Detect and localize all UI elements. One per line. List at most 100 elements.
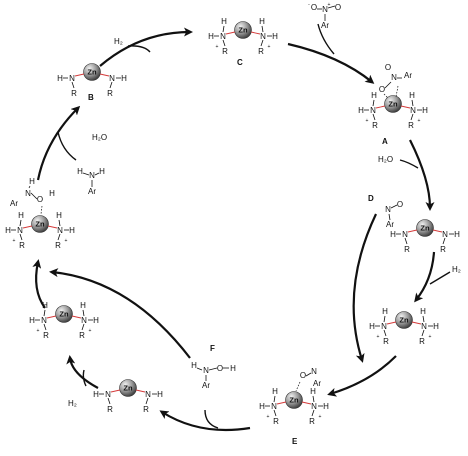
arrow-c-to-a (287, 42, 375, 84)
r-group: R (383, 337, 389, 346)
nitrogen-atom: N (271, 402, 277, 411)
n-h-bond (82, 309, 85, 317)
hydrogen-atom: H (99, 167, 105, 176)
zinc-sphere (83, 63, 101, 81)
hydrogen-atom: H (371, 91, 377, 100)
n-r-bond (57, 233, 61, 241)
n-h-bond (422, 315, 425, 323)
nitrogen-atom: N (391, 73, 397, 82)
n-h-bond (222, 25, 225, 33)
n-h-bond (372, 99, 375, 107)
r-group: R (309, 417, 315, 426)
positive-charge: + (418, 118, 421, 124)
oxygen-atom: O (37, 195, 43, 204)
nitrogen-atom: N (410, 106, 416, 115)
zinc-atom-label: Zn (420, 224, 430, 233)
n-r-bond (145, 397, 149, 405)
positive-charge: + (429, 334, 432, 340)
nitrogen-atom: N (421, 322, 427, 331)
positive-charge: + (377, 334, 380, 340)
arrow-a-to-next (409, 139, 435, 211)
nitrogen-atom: N (25, 189, 31, 198)
arrow-e-to-bottomleft (159, 410, 251, 432)
n-r-bond (372, 113, 376, 121)
hydrogen-atom: H (390, 230, 396, 239)
positive-charge: + (37, 328, 40, 334)
nitrogen-atom: N (311, 402, 317, 411)
zinc-atom-label: Zn (59, 310, 69, 319)
hydrogen-atom: H (422, 106, 428, 115)
nitrogen-atom: N (89, 171, 95, 180)
arrow-topleft-to-b (36, 105, 81, 181)
zinc-sphere (234, 21, 252, 39)
positive-charge: + (319, 414, 322, 420)
nitrogen-atom: N (203, 366, 209, 375)
oxygen-atom: O (385, 63, 391, 72)
n-h-bond (94, 172, 100, 176)
zinc-sphere (31, 215, 49, 233)
n-r-bond (71, 81, 75, 89)
hydrogen-atom: H (56, 211, 62, 220)
oxygen-atom: O (311, 3, 317, 12)
n-h-bond (82, 172, 90, 176)
zn-n-bond (225, 31, 236, 35)
hydrogen-atom: H (382, 307, 388, 316)
oxygen-atom: O (397, 200, 403, 209)
positive-charge: + (65, 238, 68, 244)
label-d: D (368, 194, 374, 203)
zn-n-bond (135, 389, 146, 393)
oxygen-atom: O (300, 371, 306, 380)
n-r-bond (81, 323, 85, 331)
n-r-bond (311, 409, 315, 417)
hydrogen-atom: H (29, 177, 35, 186)
r-group: R (273, 417, 279, 426)
arrow-nitro-in (317, 23, 335, 55)
zn-n-bond (46, 315, 57, 319)
arrow-bottomleft-to-leftmid (66, 355, 99, 389)
zn-n-bond (386, 321, 397, 325)
hydrogen-atom: H (369, 322, 375, 331)
n-o-bond (384, 81, 392, 89)
r-group: R (43, 331, 49, 340)
zn-n-bond (411, 321, 422, 325)
hydrogen-atom: H (259, 17, 265, 26)
zn-n-bond (47, 225, 58, 229)
aryl-group: Ar (386, 220, 394, 229)
n-h-bond (261, 25, 264, 33)
zn-n-bond (432, 229, 443, 233)
zinc-atom-label: Zn (87, 68, 97, 77)
arrow-f-to-leftmid (49, 268, 191, 359)
positive-charge: + (216, 44, 219, 50)
zinc-atom-label: Zn (123, 384, 133, 393)
hydrogen-atom: H (221, 17, 227, 26)
positive-charge: + (89, 328, 92, 334)
n-o-double-bond (390, 204, 398, 209)
hydrogen-atom: H (57, 74, 63, 83)
n-o-double-bond (327, 5, 336, 9)
zinc-atom-label: Zn (388, 100, 398, 109)
n-h-bond (19, 219, 22, 227)
hydrogen-atom: H (272, 387, 278, 396)
label-e: E (292, 437, 298, 446)
n-h-bond (43, 309, 46, 317)
oxygen-atom: O (379, 85, 385, 94)
nitrogen-atom: N (109, 74, 115, 83)
reagent-h2o-right: H₂O (378, 155, 393, 164)
nitrogen-atom: N (385, 205, 391, 214)
oxygen-atom: O (217, 364, 223, 373)
zn-n-bond (71, 315, 82, 319)
oxygen-atom: O (335, 3, 341, 12)
nitrogen-atom: N (81, 316, 87, 325)
arrow-right-to-lower (414, 251, 436, 303)
n-h-bond (312, 395, 315, 403)
n-o-bond (208, 367, 218, 371)
n-r-bond (19, 233, 23, 241)
hydrogen-atom: H (77, 167, 83, 176)
